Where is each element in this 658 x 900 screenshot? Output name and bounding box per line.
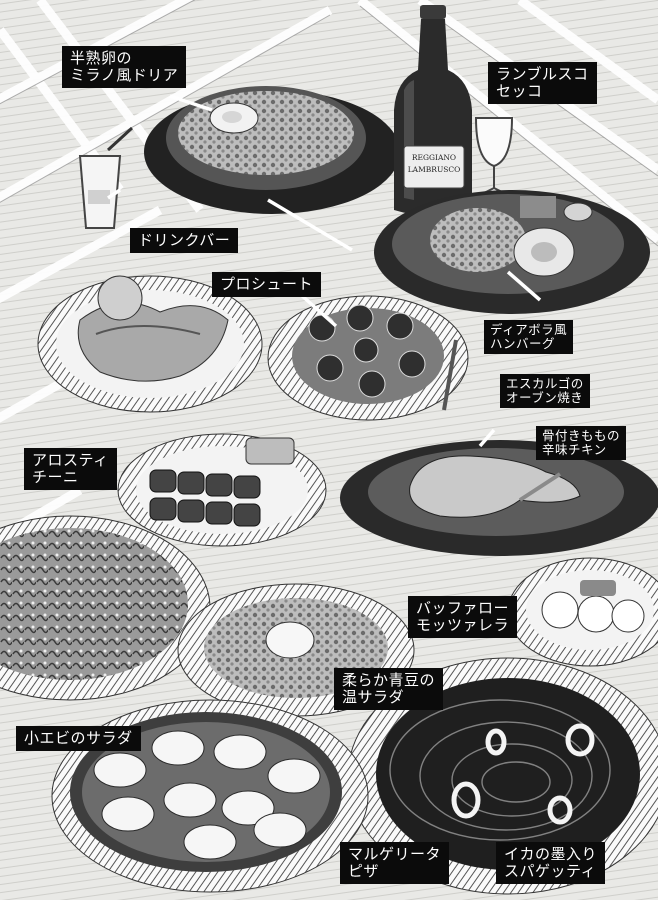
label-hamburg: ディアボラ風 ハンバーグ bbox=[484, 320, 574, 354]
background-grid bbox=[0, 0, 658, 542]
label-arrosticini: アロスティ チーニ bbox=[24, 448, 117, 490]
callout-lines bbox=[107, 94, 542, 448]
label-shrimp-salad: 小エビのサラダ bbox=[16, 726, 141, 751]
label-doria: 半熟卵の ミラノ風ドリア bbox=[62, 46, 187, 88]
shrimp-salad-plate bbox=[0, 515, 211, 701]
doria-plate bbox=[144, 86, 400, 214]
escargot-plate bbox=[267, 295, 469, 421]
wine-bottle: REGGIANO LAMBRUSCO bbox=[394, 5, 472, 216]
label-chicken: 骨付きももの 辛味チキン bbox=[536, 426, 627, 460]
chicken-plate bbox=[340, 440, 658, 556]
bottle-label-line2: LAMBRUSCO bbox=[408, 165, 461, 174]
label-prosciutto: プロシュート bbox=[212, 272, 322, 297]
mozzarella-plate bbox=[507, 557, 658, 667]
prosciutto-plate bbox=[37, 275, 263, 413]
drink-glass bbox=[78, 126, 134, 229]
label-escargot: エスカルゴの オーブン焼き bbox=[500, 374, 590, 408]
label-pizza: マルゲリータ ピザ bbox=[340, 842, 450, 884]
hamburg-plate bbox=[374, 190, 650, 314]
label-drink-bar: ドリンクバー bbox=[130, 228, 239, 253]
bottle-label-line1: REGGIANO bbox=[412, 153, 456, 162]
label-mozzarella: バッファロー モッツァレラ bbox=[408, 596, 518, 638]
label-squid-pasta: イカの墨入り スパゲッティ bbox=[496, 842, 606, 884]
squid-ink-pasta-plate bbox=[347, 657, 658, 895]
arrosticini-plate bbox=[117, 433, 327, 547]
label-lambrusco: ランブルスコ セッコ bbox=[488, 62, 597, 104]
label-pea-salad: 柔らか青豆の 温サラダ bbox=[334, 668, 444, 710]
